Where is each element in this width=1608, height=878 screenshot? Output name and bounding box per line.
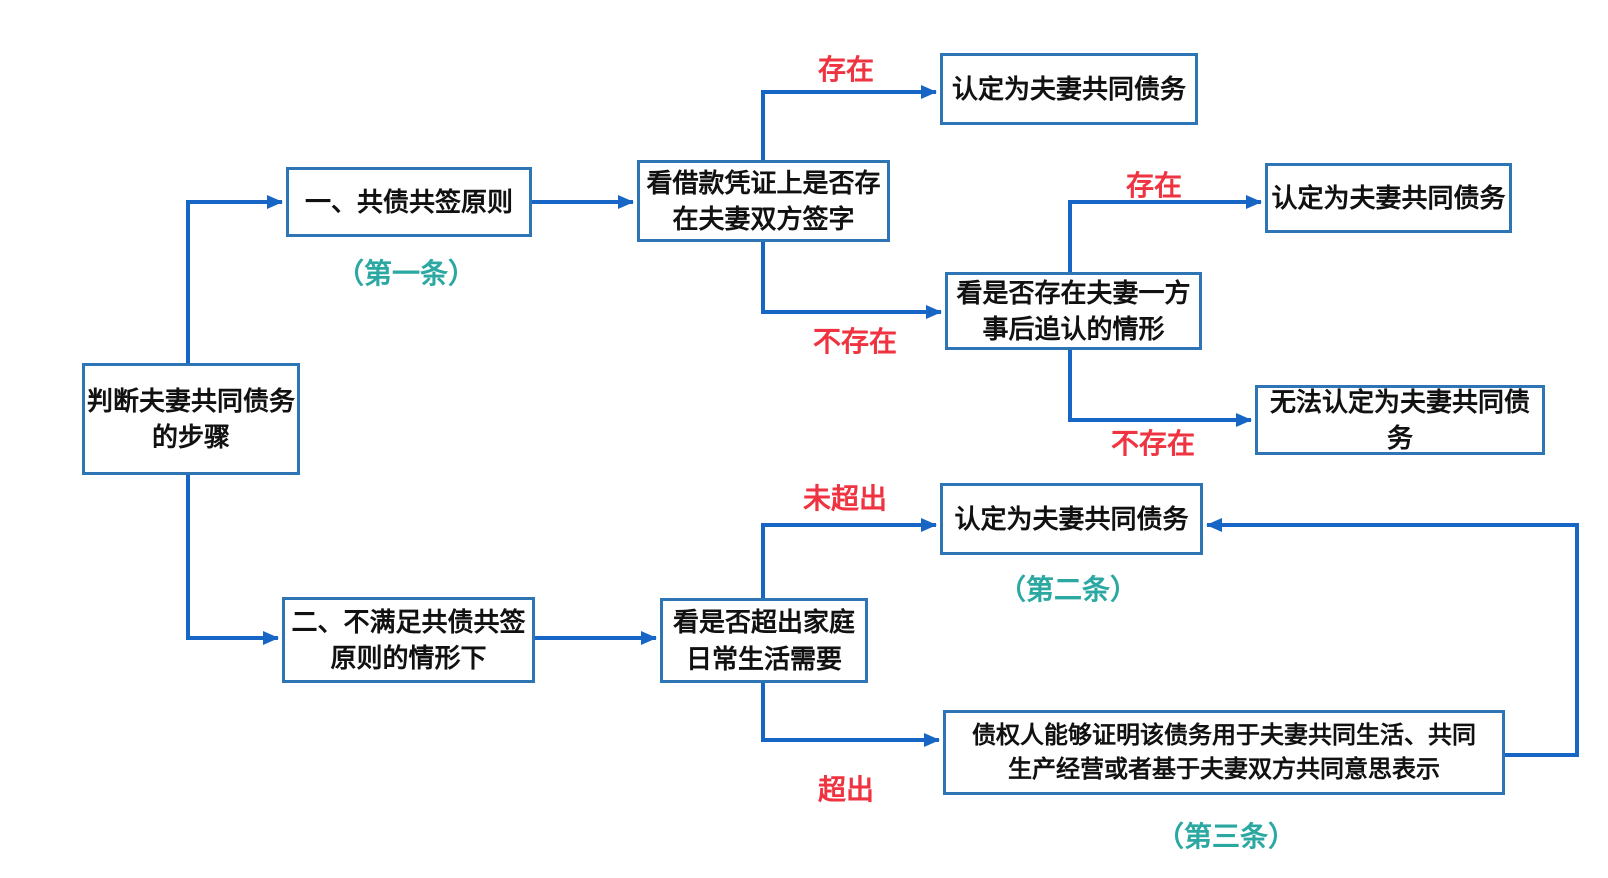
edge-label-exceeded: 超出	[818, 774, 875, 805]
edge-check-signature-to-joint-debt-1	[761, 85, 937, 160]
article-ref-3: （第三条）	[1156, 821, 1297, 852]
node-start: 判断夫妻共同债务 的步骤	[82, 363, 300, 475]
edge-start-to-principle2	[186, 475, 279, 645]
node-principle1: 一、共债共签原则	[286, 167, 532, 237]
node-principle2: 二、不满足共债共签 原则的情形下	[282, 597, 535, 683]
node-check-daily-needs: 看是否超出家庭 日常生活需要	[660, 598, 868, 683]
article-ref-1: （第一条）	[336, 258, 477, 289]
node-check-ratification: 看是否存在夫妻一方 事后追认的情形	[945, 272, 1202, 350]
edge-label-not-exists-1: 不存在	[813, 326, 898, 357]
node-joint-debt-3: 认定为夫妻共同债务	[940, 483, 1203, 555]
edge-label-not-exceeded: 未超出	[803, 483, 888, 514]
edge-start-to-principle1	[186, 195, 283, 363]
node-joint-debt-1: 认定为夫妻共同债务	[940, 53, 1198, 125]
edge-check-daily-needs-to-joint-debt-3	[761, 518, 937, 598]
edge-check-signature-to-check-ratification	[761, 242, 942, 319]
edge-creditor-proof-to-joint-debt-3	[1206, 518, 1579, 757]
edge-label-not-exists-2: 不存在	[1111, 428, 1196, 459]
article-ref-2: （第二条）	[998, 574, 1139, 605]
edge-check-ratification-to-not-joint-debt	[1068, 350, 1252, 427]
edge-label-exists-1: 存在	[818, 54, 875, 85]
edge-check-daily-needs-to-creditor-proof	[761, 683, 940, 747]
node-not-joint-debt: 无法认定为夫妻共同债务	[1255, 385, 1545, 455]
edge-check-ratification-to-joint-debt-2	[1068, 195, 1262, 272]
node-check-signature: 看借款凭证上是否存 在夫妻双方签字	[637, 160, 890, 242]
node-joint-debt-2: 认定为夫妻共同债务	[1265, 163, 1512, 233]
node-creditor-proof: 债权人能够证明该债务用于夫妻共同生活、共同 生产经营或者基于夫妻双方共同意思表示	[943, 710, 1505, 795]
edge-label-exists-2: 存在	[1126, 170, 1183, 201]
